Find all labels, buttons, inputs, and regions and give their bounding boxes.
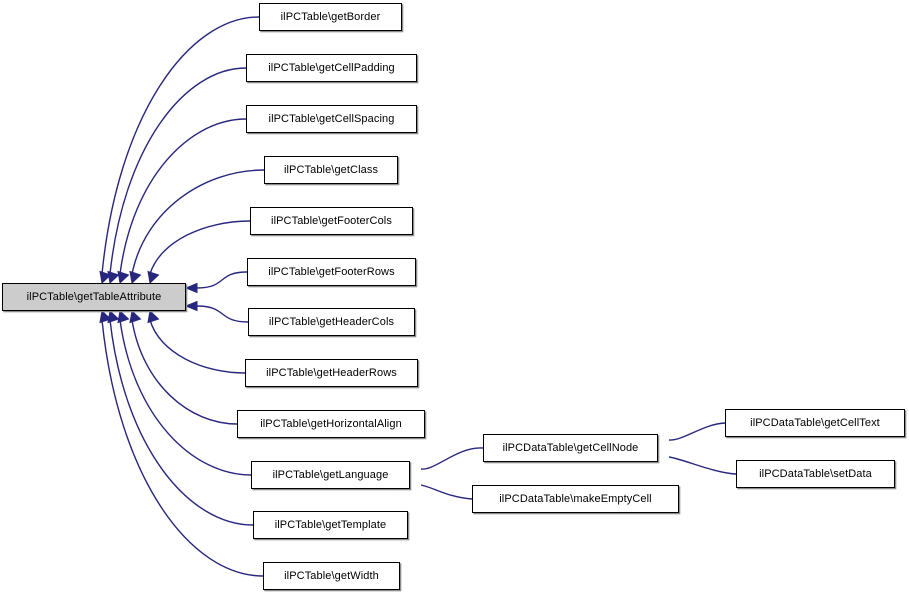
edge-path <box>668 422 726 441</box>
arrowhead <box>117 309 130 324</box>
graph-node-label: ilPCTable\getHeaderRows <box>266 366 397 379</box>
graph-node-label: ilPCDataTable\makeEmptyCell <box>499 492 652 505</box>
edge-path <box>668 456 737 475</box>
edge-path <box>149 319 246 374</box>
edge-path <box>196 271 248 289</box>
graph-node-label: ilPCTable\getLanguage <box>272 468 389 481</box>
graph-node-label: ilPCTable\getCellSpacing <box>268 112 395 125</box>
edge-path <box>131 319 238 425</box>
arrowhead <box>147 270 160 285</box>
arrowhead <box>147 309 160 324</box>
graph-node-getCellPadding[interactable]: ilPCTable\getCellPadding <box>246 54 417 82</box>
edge-path <box>420 447 484 470</box>
graph-node-getWidth[interactable]: ilPCTable\getWidth <box>263 562 400 590</box>
edge-path <box>119 118 247 275</box>
graph-node-getCellSpacing[interactable]: ilPCTable\getCellSpacing <box>246 105 417 133</box>
arrowhead <box>184 282 198 294</box>
graph-node-getClass[interactable]: ilPCTable\getClass <box>264 156 398 184</box>
edge-path <box>420 484 473 500</box>
arrowhead <box>99 270 112 285</box>
graph-node-label: ilPCDataTable\getCellNode <box>502 441 639 454</box>
edge-path <box>109 319 254 526</box>
arrowhead <box>107 270 120 285</box>
graph-node-makeEmptyCell[interactable]: ilPCDataTable\makeEmptyCell <box>472 485 679 513</box>
graph-node-label: ilPCTable\getBorder <box>280 10 381 23</box>
edge-path <box>101 319 264 577</box>
edge-path <box>131 169 265 275</box>
graph-node-getHeaderRows[interactable]: ilPCTable\getHeaderRows <box>245 359 418 387</box>
arrowhead <box>184 300 198 312</box>
arrowhead <box>117 270 130 285</box>
graph-node-root[interactable]: ilPCTable\getTableAttribute <box>2 283 186 311</box>
graph-node-getCellNode[interactable]: ilPCDataTable\getCellNode <box>483 434 658 462</box>
graph-node-getCellText[interactable]: ilPCDataTable\getCellText <box>725 409 905 437</box>
graph-node-getHeaderCols[interactable]: ilPCTable\getHeaderCols <box>248 308 415 336</box>
graph-node-getFooterRows[interactable]: ilPCTable\getFooterRows <box>247 258 416 286</box>
graph-node-label: ilPCTable\getWidth <box>284 569 379 582</box>
graph-node-label: ilPCTable\getHeaderCols <box>268 315 395 328</box>
graph-node-getLanguage[interactable]: ilPCTable\getLanguage <box>251 461 410 489</box>
edge-path <box>101 16 260 275</box>
graph-node-label: ilPCTable\getFooterCols <box>271 214 392 227</box>
graph-node-label: ilPCTable\getHorizontalAlign <box>260 417 402 430</box>
graph-node-setData[interactable]: ilPCDataTable\setData <box>736 460 895 488</box>
graph-node-getBorder[interactable]: ilPCTable\getBorder <box>259 3 402 31</box>
graph-node-getFooterCols[interactable]: ilPCTable\getFooterCols <box>250 207 413 235</box>
graph-node-label: ilPCTable\getFooterRows <box>268 265 395 278</box>
graph-node-getHorizontalAlign[interactable]: ilPCTable\getHorizontalAlign <box>237 410 425 438</box>
graph-node-label: ilPCDataTable\setData <box>759 467 872 480</box>
edge-path <box>149 220 251 275</box>
edge-path <box>109 67 247 275</box>
edge-path <box>196 305 249 323</box>
graph-node-label: ilPCTable\getCellPadding <box>268 61 395 74</box>
arrowhead <box>129 309 142 324</box>
graph-node-getTemplate[interactable]: ilPCTable\getTemplate <box>253 511 408 539</box>
arrowhead <box>99 309 112 324</box>
graph-node-label: ilPCTable\getClass <box>283 163 379 176</box>
graph-node-label: ilPCTable\getTableAttribute <box>26 290 162 303</box>
graph-node-label: ilPCTable\getTemplate <box>274 518 387 531</box>
arrowhead <box>129 270 142 285</box>
arrowhead <box>107 309 120 324</box>
edge-path <box>119 319 252 476</box>
graph-node-label: ilPCDataTable\getCellText <box>750 416 880 429</box>
